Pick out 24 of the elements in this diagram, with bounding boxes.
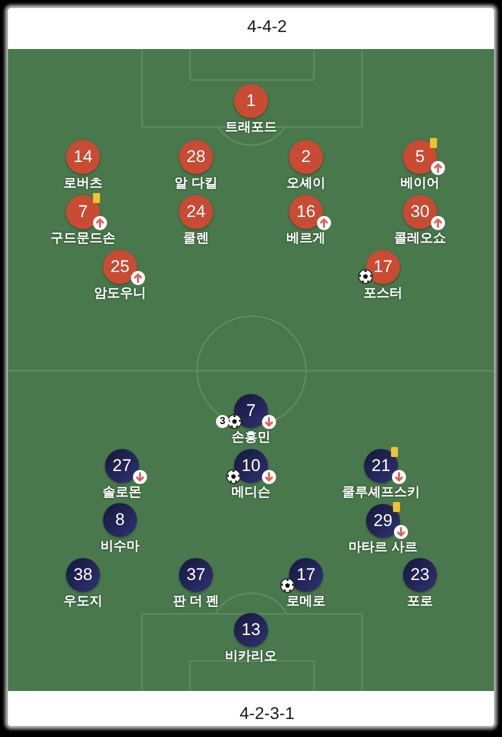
player-name: 우도지 [64,593,102,609]
player-name: 알 다킬 [174,175,218,191]
player-name: 로메로 [286,593,326,609]
player-name: 구드문드손 [50,230,116,246]
player-name: 마타르 사르 [348,539,418,555]
player-name: 로버츠 [64,175,102,191]
player-name: 포로 [407,593,433,609]
player-name: 비카리오 [225,648,277,664]
player-name: 베이어 [400,175,440,191]
formation-label: 4-4-2 [247,17,287,37]
player-name: 쿨루셰프스키 [342,484,420,500]
player-name: 비수마 [100,538,140,554]
player-name: 콜레오쇼 [394,230,446,246]
player-name: 판 더 펜 [172,593,220,609]
player-name: 암도우니 [94,285,146,301]
player-name: 트래포드 [225,119,277,135]
player-name: 솔로몬 [102,484,142,500]
player-name: 포스터 [364,285,402,301]
player-name: 메디슨 [232,484,270,500]
player-name: 베르게 [286,230,326,246]
player-name: 손흥민 [232,429,270,445]
player-name: 쿨렌 [183,230,209,246]
player-name: 오셰이 [286,175,326,191]
formation-label: 4-2-3-1 [240,704,294,724]
